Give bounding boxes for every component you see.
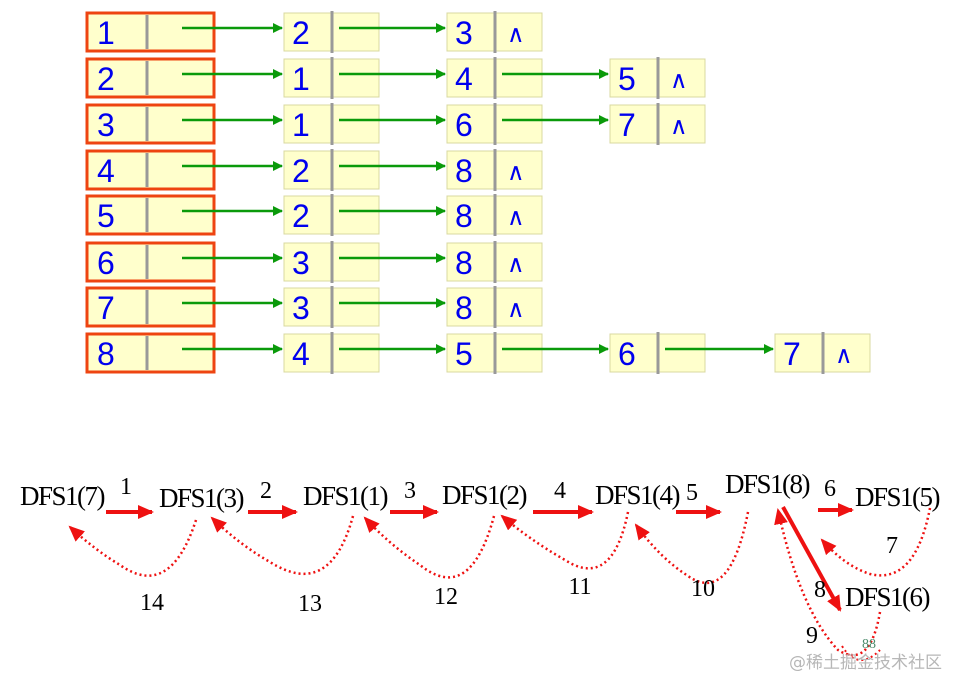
forward-arrow-8 [781, 506, 842, 612]
head-vertex-label: 1 [97, 15, 115, 51]
forward-step-label: 2 [260, 478, 272, 504]
edge-vertex-label: 3 [292, 290, 310, 326]
extra-dotted-trail [841, 645, 881, 661]
edge-vertex-label: 4 [455, 61, 473, 97]
edge-vertex-label: 1 [292, 107, 310, 143]
adjacency-row-4: 4 2 8 ∧ [85, 149, 543, 191]
edge-vertex-label: 8 [455, 198, 473, 234]
edge-vertex-label: 2 [292, 153, 310, 189]
adjacency-row-2: 2 1 4 5 ∧ [85, 57, 706, 99]
forward-step-label: 1 [120, 474, 132, 500]
edge-vertex-label: 4 [292, 336, 310, 372]
adjacency-row-5: 5 2 8 ∧ [85, 194, 543, 236]
dfs-call-c3: DFS1(3) [159, 483, 244, 513]
edge-vertex-label: 6 [455, 107, 473, 143]
dfs-call-c6: DFS1(6) [845, 582, 930, 612]
edge-vertex-label: 1 [292, 61, 310, 97]
adjacency-row-1: 1 2 3 ∧ [85, 11, 543, 53]
null-pointer-symbol: ∧ [507, 251, 525, 278]
edge-vertex-label: 2 [292, 15, 310, 51]
edge-vertex-label: 3 [455, 15, 473, 51]
return-step-label: 9 [806, 623, 818, 649]
edge-vertex-label: 3 [292, 245, 310, 281]
adjacency-row-6: 6 3 8 ∧ [85, 241, 543, 283]
head-vertex-label: 6 [97, 245, 115, 281]
return-arrow-11 [500, 511, 630, 570]
adjacency-row-8: 8 4 5 6 7 ∧ [85, 332, 871, 374]
return-arrow-13 [210, 515, 355, 576]
return-arrow-14 [68, 519, 198, 577]
dfs-call-c7: DFS1(7) [20, 481, 105, 511]
forward-step-label: 3 [404, 478, 416, 504]
return-step-label: 7 [886, 533, 898, 559]
null-pointer-symbol: ∧ [507, 296, 525, 323]
head-node-2 [85, 57, 216, 99]
dfs-call-c1: DFS1(1) [303, 481, 388, 511]
forward-step-label: 5 [686, 480, 698, 506]
head-node-6 [85, 241, 216, 283]
adjacency-row-3: 3 1 6 7 ∧ [85, 103, 706, 145]
null-pointer-symbol: ∧ [507, 204, 525, 231]
edge-vertex-label: 5 [618, 61, 636, 97]
dfs-call-c4: DFS1(4) [595, 480, 680, 510]
null-pointer-symbol: ∧ [670, 113, 688, 140]
edge-vertex-label: 7 [618, 107, 636, 143]
null-pointer-symbol: ∧ [670, 67, 688, 94]
edge-vertex-label: 8 [455, 290, 473, 326]
edge-vertex-label: 6 [618, 336, 636, 372]
extra-label: 88 [862, 637, 876, 652]
head-node-5 [85, 194, 216, 236]
head-node-3 [85, 103, 216, 145]
return-step-label: 14 [140, 590, 164, 616]
forward-step-label: 4 [554, 478, 566, 504]
return-step-label: 11 [568, 574, 591, 600]
head-node-7 [85, 286, 216, 328]
null-pointer-symbol: ∧ [507, 159, 525, 186]
return-arrow-9 [774, 508, 882, 657]
return-arrow-7 [820, 507, 932, 577]
null-pointer-symbol: ∧ [835, 342, 853, 369]
watermark-text: @稀土掘金技术社区 [789, 653, 942, 673]
return-step-label: 10 [691, 576, 715, 602]
head-vertex-label: 3 [97, 107, 115, 143]
forward-step-label: 6 [824, 476, 836, 502]
head-vertex-label: 8 [97, 336, 115, 372]
return-step-label: 13 [298, 591, 322, 617]
edge-vertex-label: 5 [455, 336, 473, 372]
return-arrow-10 [634, 511, 750, 585]
head-vertex-label: 5 [97, 198, 115, 234]
edge-vertex-label: 8 [455, 245, 473, 281]
adjacency-row-7: 7 3 8 ∧ [85, 286, 543, 328]
edge-vertex-label: 7 [783, 336, 801, 372]
head-node-4 [85, 149, 216, 191]
forward-step-label: 8 [814, 577, 826, 603]
dfs-call-c5: DFS1(5) [855, 482, 940, 512]
dfs-call-c8: DFS1(8) [725, 469, 810, 499]
return-arrow-12 [363, 515, 496, 579]
return-step-label: 12 [434, 584, 458, 610]
head-vertex-label: 7 [97, 290, 115, 326]
head-vertex-label: 2 [97, 61, 115, 97]
dfs-call-c2: DFS1(2) [442, 480, 527, 510]
dfs-trace: DFS1(7) DFS1(3) DFS1(1) DFS1(2) DFS1(4) DFS1(… [20, 469, 941, 661]
edge-vertex-label: 8 [455, 153, 473, 189]
head-vertex-label: 4 [97, 153, 115, 189]
head-node-1 [85, 11, 216, 53]
head-node-8 [85, 332, 216, 374]
edge-vertex-label: 2 [292, 198, 310, 234]
adjacency-list: 1 2 3 ∧ 2 1 4 5 ∧ 3 1 6 7 ∧ 4 2 8 ∧ 5 2 8 ∧ 6 3 8 ∧ 7 3 8 ∧ 8 4 5 6 7 ∧ [85, 11, 871, 374]
null-pointer-symbol: ∧ [507, 21, 525, 48]
